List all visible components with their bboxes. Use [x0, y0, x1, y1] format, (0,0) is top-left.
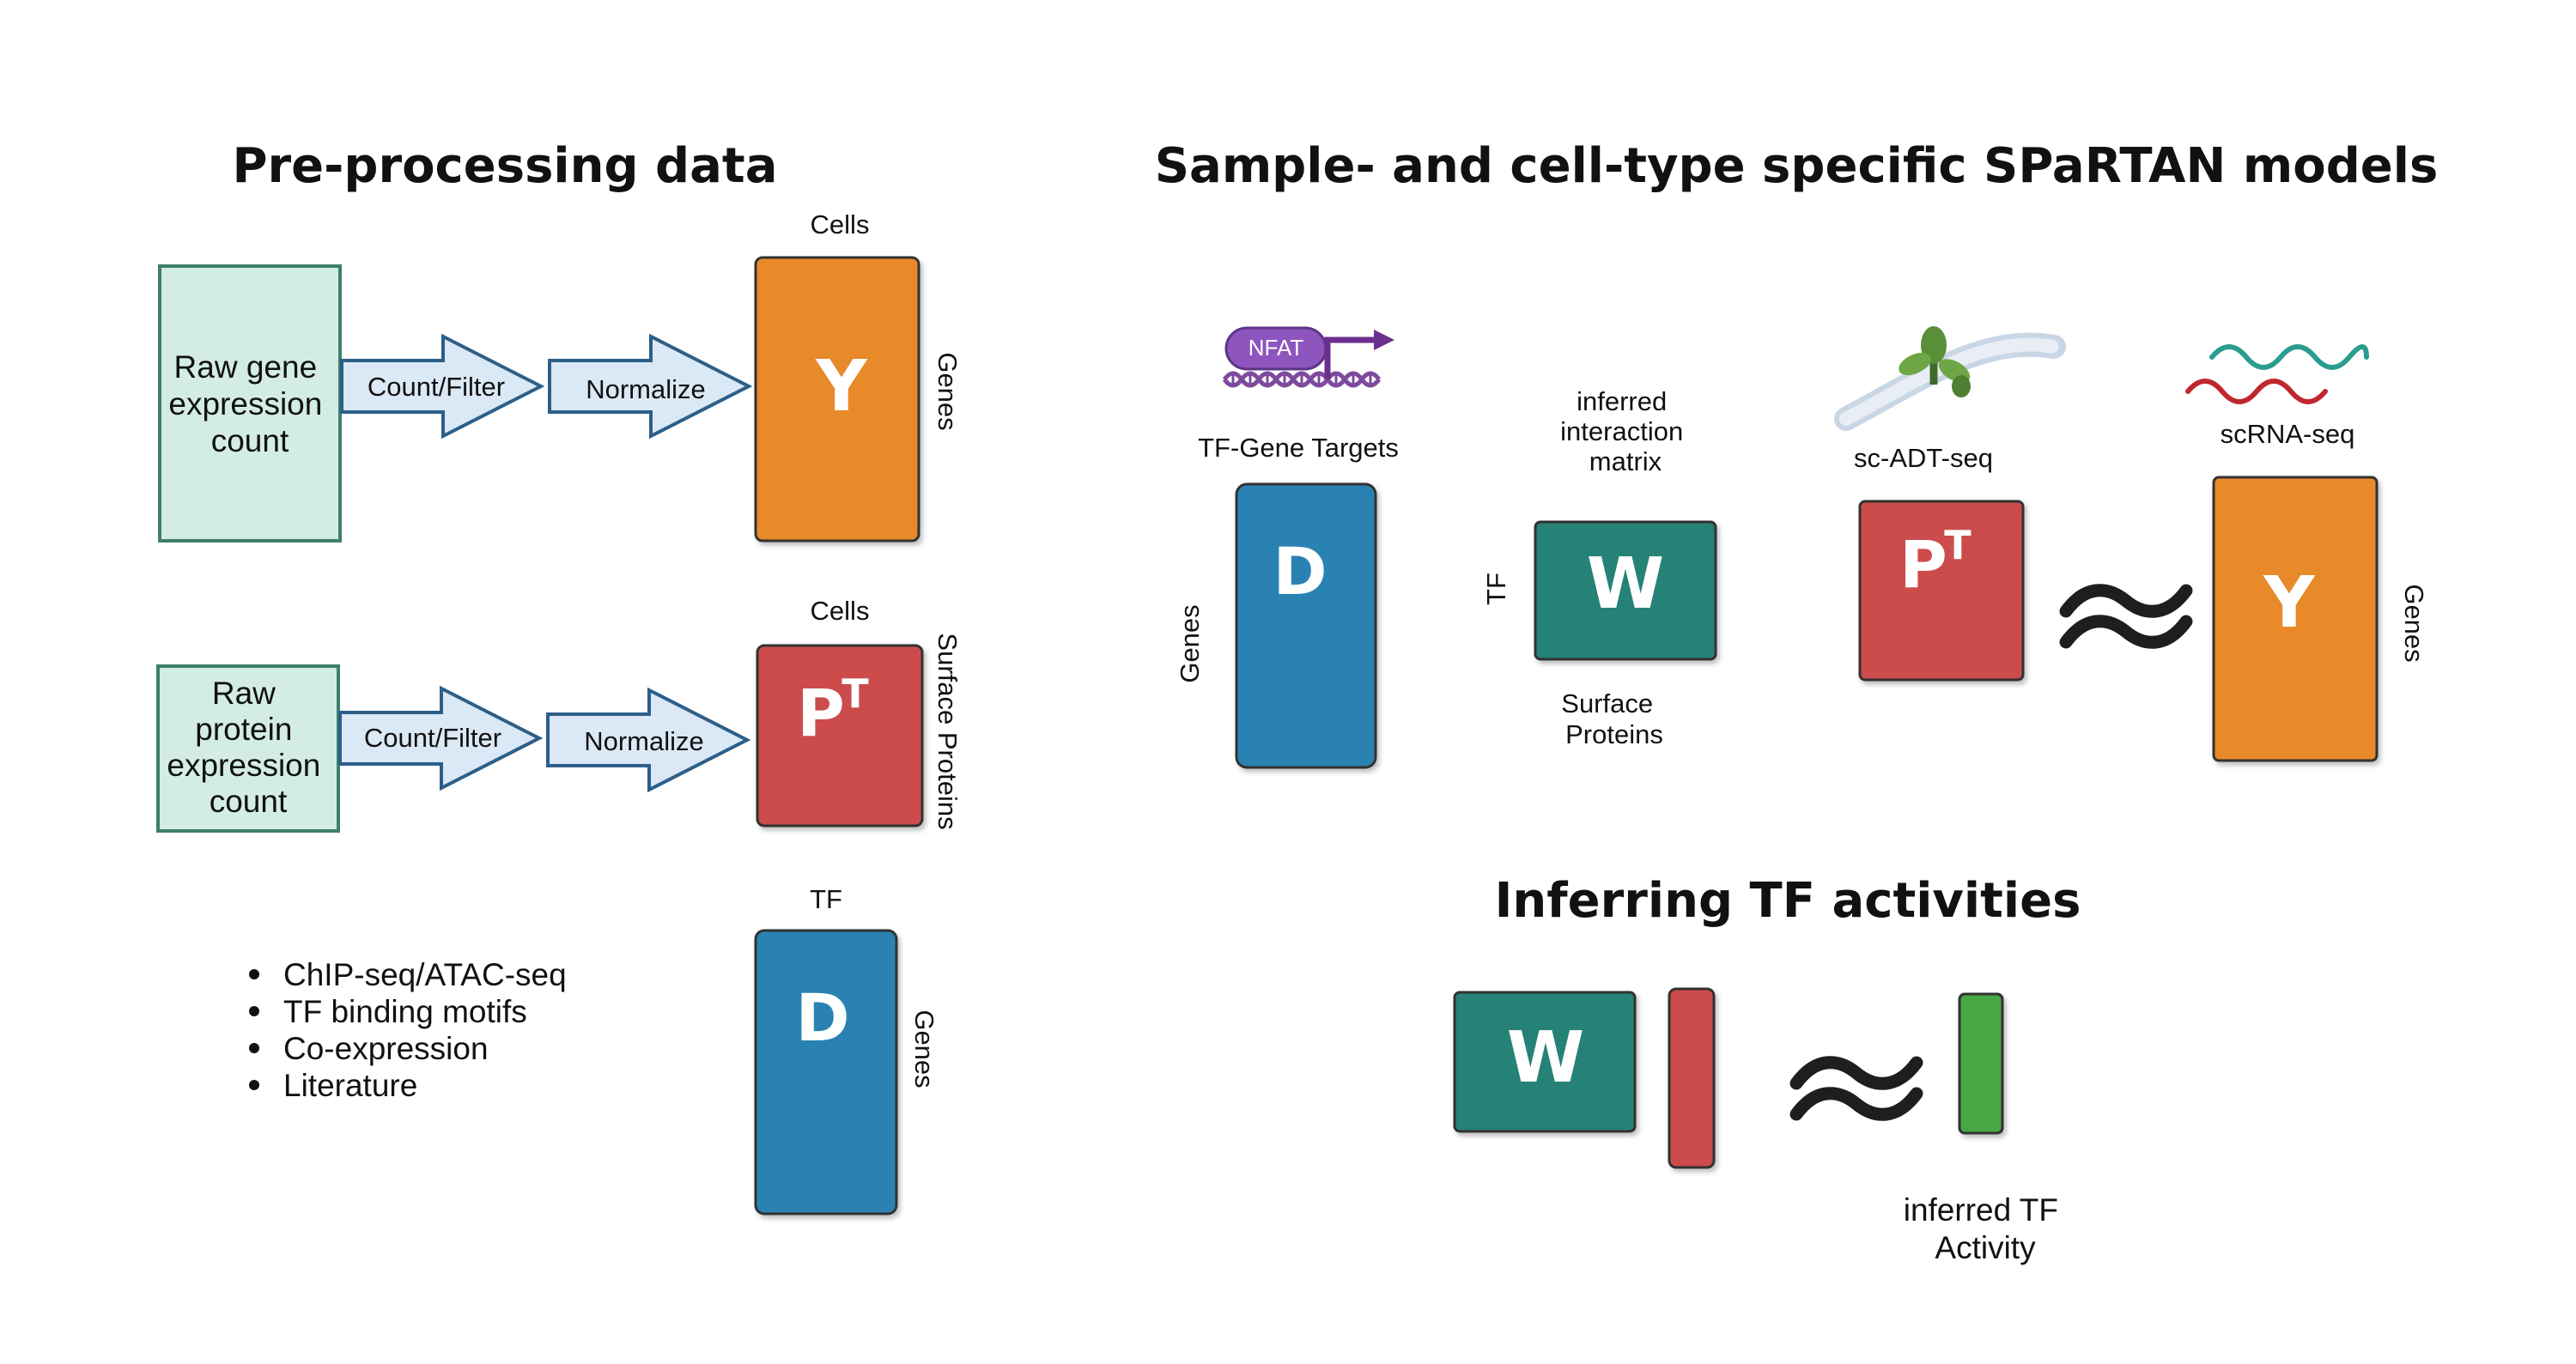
spartan-title: Sample- and cell-type specific SPaRTAN m…	[1155, 138, 2439, 194]
raw-gene-count-box: Raw gene expression count	[158, 264, 342, 543]
raw-protein-count-box: Raw protein expression count	[156, 664, 340, 833]
list-item: Co-expression	[283, 1031, 489, 1066]
spartan-p-matrix: P T	[1858, 500, 2025, 682]
bullet-dot-icon	[249, 969, 259, 979]
spartan-w-matrix: W	[1534, 520, 1717, 661]
d-matrix: D	[754, 929, 898, 1215]
prior-source-list: ChIP-seq/ATAC-seq TF binding motifs Co-e…	[249, 957, 567, 1103]
protein-vector	[1668, 987, 1716, 1169]
p-matrix-letter: P	[797, 675, 845, 751]
bullet-dot-icon	[249, 1080, 259, 1090]
spartan-d-letter: D	[1273, 533, 1327, 609]
raw-protein-count-label: Raw protein expression count	[167, 676, 329, 819]
p-matrix: P T	[756, 644, 924, 827]
bullet-dot-icon	[249, 1043, 259, 1053]
spartan-y-side-label: Genes	[2399, 584, 2429, 662]
spartan-d-side-label: Genes	[1175, 604, 1205, 682]
w-side-label: TF	[1481, 573, 1511, 605]
y-matrix-letter: Y	[815, 346, 868, 427]
p-matrix-side-label: Surface Proteins	[933, 633, 963, 829]
sc-adt-seq-label: sc-ADT-seq	[1854, 443, 1993, 473]
spartan-d-matrix: D	[1235, 482, 1377, 769]
d-matrix-letter: D	[795, 979, 849, 1056]
scrna-seq-label: scRNA-seq	[2221, 419, 2355, 449]
y-matrix: Y	[754, 256, 920, 543]
normalize-label: Normalize	[584, 726, 704, 756]
spartan-p-letter: P	[1899, 526, 1947, 603]
y-matrix-side-label: Genes	[933, 352, 963, 430]
d-matrix-top-label: TF	[810, 884, 842, 914]
p-matrix-superscript: T	[841, 670, 869, 717]
approximately-equal-icon	[1796, 1063, 1917, 1115]
spartan-w-letter: W	[1587, 543, 1664, 625]
inferring-w-matrix: W	[1453, 991, 1637, 1133]
approximately-equal-icon	[2066, 591, 2186, 643]
w-bottom-label: Surface Proteins	[1561, 688, 1663, 749]
normalize-arrow-gene: Normalize	[548, 335, 750, 438]
rna-waves-icon	[2185, 344, 2369, 404]
spartan-y-matrix: Y	[2212, 476, 2379, 762]
nfat-label: NFAT	[1249, 335, 1304, 361]
count-filter-label: Count/Filter	[364, 723, 501, 753]
inferred-tf-activity-label: inferred TF Activity	[1904, 1192, 2068, 1265]
normalize-arrow-protein: Normalize	[546, 688, 749, 791]
count-filter-label: Count/Filter	[368, 372, 505, 402]
count-filter-arrow-gene: Count/Filter	[340, 335, 543, 438]
count-filter-arrow-protein: Count/Filter	[338, 687, 541, 790]
p-matrix-top-label: Cells	[811, 596, 870, 626]
spartan-p-superscript: T	[1944, 522, 1971, 568]
list-item: Literature	[283, 1068, 417, 1103]
nfat-dna-binding-icon: NFAT	[1222, 326, 1394, 388]
inferring-w-letter: W	[1507, 1017, 1584, 1099]
normalize-label: Normalize	[586, 374, 706, 404]
list-item: TF binding motifs	[283, 994, 527, 1029]
preprocessing-title: Pre-processing data	[233, 138, 778, 194]
bullet-dot-icon	[249, 1006, 259, 1016]
tf-gene-targets-label: TF-Gene Targets	[1198, 433, 1399, 463]
y-matrix-top-label: Cells	[811, 209, 870, 239]
tf-activity-vector	[1958, 992, 2004, 1135]
inferring-title: Inferring TF activities	[1495, 873, 2081, 929]
spartan-y-letter: Y	[2263, 562, 2316, 644]
d-matrix-side-label: Genes	[909, 1009, 939, 1088]
raw-gene-count-label: Raw gene expression count	[168, 349, 331, 458]
w-top-label: inferred interaction matrix	[1560, 386, 1691, 476]
list-item: ChIP-seq/ATAC-seq	[283, 957, 567, 992]
antibody-membrane-icon	[1834, 326, 2066, 431]
